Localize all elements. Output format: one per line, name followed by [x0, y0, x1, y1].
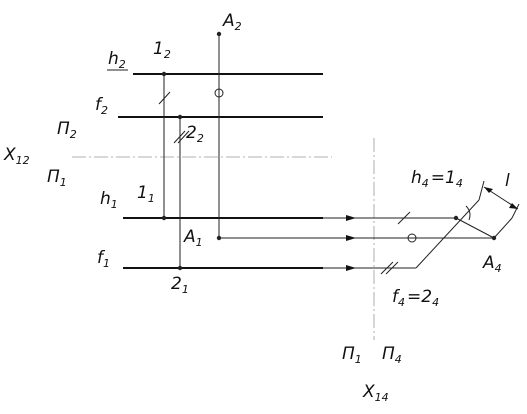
point-2-2 — [177, 114, 183, 120]
angle-arc — [465, 205, 471, 221]
tick-h4 — [397, 211, 411, 225]
dim-ext-2 — [511, 203, 520, 219]
label-a2: A2 — [222, 11, 242, 33]
label-f4-eq-2-4: f4=24 — [392, 287, 439, 309]
circle-marker-2 — [407, 233, 417, 243]
label-1-1: 11 — [137, 183, 155, 205]
label-f1: f1 — [97, 248, 110, 270]
label-h4-eq-1-4: h4=14 — [411, 168, 463, 190]
line-f4 — [415, 199, 480, 269]
point-a1 — [216, 235, 222, 241]
tick-f4a — [380, 261, 394, 275]
label-distance-l: l — [505, 171, 510, 191]
label-a1: A1 — [183, 227, 203, 249]
point-a4 — [491, 235, 497, 241]
point-a2 — [216, 31, 222, 37]
point-1-2 — [161, 71, 167, 77]
circle-marker-1 — [214, 88, 224, 98]
label-x12: X12 — [3, 145, 30, 167]
label-p4: П4 — [382, 344, 402, 366]
dim-arrow-2 — [509, 203, 518, 209]
line-h4-end — [455, 217, 495, 239]
tick-1 — [158, 91, 171, 105]
dim-ext-1 — [478, 180, 485, 201]
label-f2: f2 — [95, 95, 108, 117]
tick-f4b — [385, 261, 399, 275]
label-h2: h2 — [108, 49, 126, 71]
label-p1-left: П1 — [47, 167, 67, 189]
label-h1: h1 — [100, 189, 118, 211]
label-x14: X14 — [362, 382, 389, 404]
tick-2b — [177, 130, 190, 144]
label-1-2: 12 — [153, 39, 171, 61]
point-1-1 — [161, 215, 167, 221]
perp-a4 — [493, 217, 513, 239]
tick-2a — [173, 130, 186, 144]
label-2-2: 22 — [186, 123, 204, 145]
label-p1-right: П1 — [342, 344, 362, 366]
point-2-1 — [177, 265, 183, 271]
label-2-1: 21 — [171, 274, 189, 296]
dim-arrow-1 — [484, 187, 493, 193]
point-1-4 — [453, 215, 459, 221]
label-a4: A4 — [482, 253, 502, 275]
label-p2: П2 — [57, 119, 77, 141]
